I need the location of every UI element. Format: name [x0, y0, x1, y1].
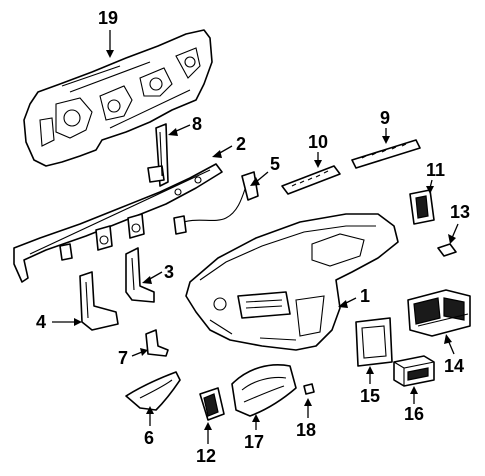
svg-text:2: 2	[236, 134, 246, 154]
part-8-bracket	[147, 123, 169, 187]
svg-text:13: 13	[450, 202, 470, 222]
callout-12: 12	[196, 422, 216, 466]
part-2-cross-beam	[13, 163, 223, 283]
part-19-dash-insulator	[23, 29, 213, 167]
svg-text:17: 17	[244, 432, 264, 452]
svg-text:3: 3	[164, 262, 174, 282]
callout-5: 5	[250, 154, 280, 186]
callout-4: 4	[36, 312, 82, 332]
part-17-cluster-hood	[231, 364, 297, 417]
callout-11: 11	[426, 160, 445, 194]
part-11-side-vent	[409, 189, 435, 225]
svg-text:6: 6	[144, 428, 154, 448]
part-12-side-vent	[199, 387, 225, 421]
svg-text:18: 18	[296, 420, 316, 440]
part-4-bracket	[79, 271, 119, 331]
part-9-defroster-grille	[351, 139, 421, 169]
svg-text:9: 9	[380, 108, 390, 128]
callout-17: 17	[244, 414, 264, 452]
part-13-clip	[437, 243, 457, 257]
svg-text:16: 16	[404, 404, 424, 424]
svg-text:7: 7	[118, 348, 128, 368]
svg-text:5: 5	[270, 154, 280, 174]
part-15-bezel	[355, 317, 393, 367]
callout-7: 7	[118, 348, 148, 368]
part-16-storage-box	[393, 355, 435, 387]
part-14-center-vent	[407, 289, 471, 337]
part-10-defroster-grille	[281, 165, 341, 195]
part-3-bracket	[125, 247, 155, 303]
svg-text:15: 15	[360, 386, 380, 406]
callout-10: 10	[308, 132, 328, 168]
callout-8: 8	[168, 114, 202, 136]
callout-9: 9	[380, 108, 390, 144]
part-18-clip	[303, 383, 315, 395]
part-7-bracket	[145, 329, 169, 357]
svg-text:10: 10	[308, 132, 328, 152]
callout-14: 14	[444, 334, 464, 376]
svg-text:14: 14	[444, 356, 464, 376]
svg-text:19: 19	[98, 8, 118, 28]
svg-text:11: 11	[426, 160, 445, 180]
callout-13: 13	[448, 202, 470, 244]
svg-text:8: 8	[192, 114, 202, 134]
callout-3: 3	[142, 262, 174, 284]
part-1-instrument-panel	[185, 213, 399, 351]
callout-18: 18	[296, 398, 316, 440]
callout-6: 6	[144, 406, 154, 448]
svg-text:4: 4	[36, 312, 46, 332]
svg-text:12: 12	[196, 446, 216, 466]
callout-16: 16	[404, 386, 424, 424]
callout-19: 19	[98, 8, 118, 58]
svg-text:1: 1	[360, 286, 370, 306]
callout-15: 15	[360, 366, 380, 406]
part-6-trim-panel	[125, 371, 181, 411]
callout-1: 1	[338, 286, 370, 308]
callout-2: 2	[212, 134, 246, 158]
